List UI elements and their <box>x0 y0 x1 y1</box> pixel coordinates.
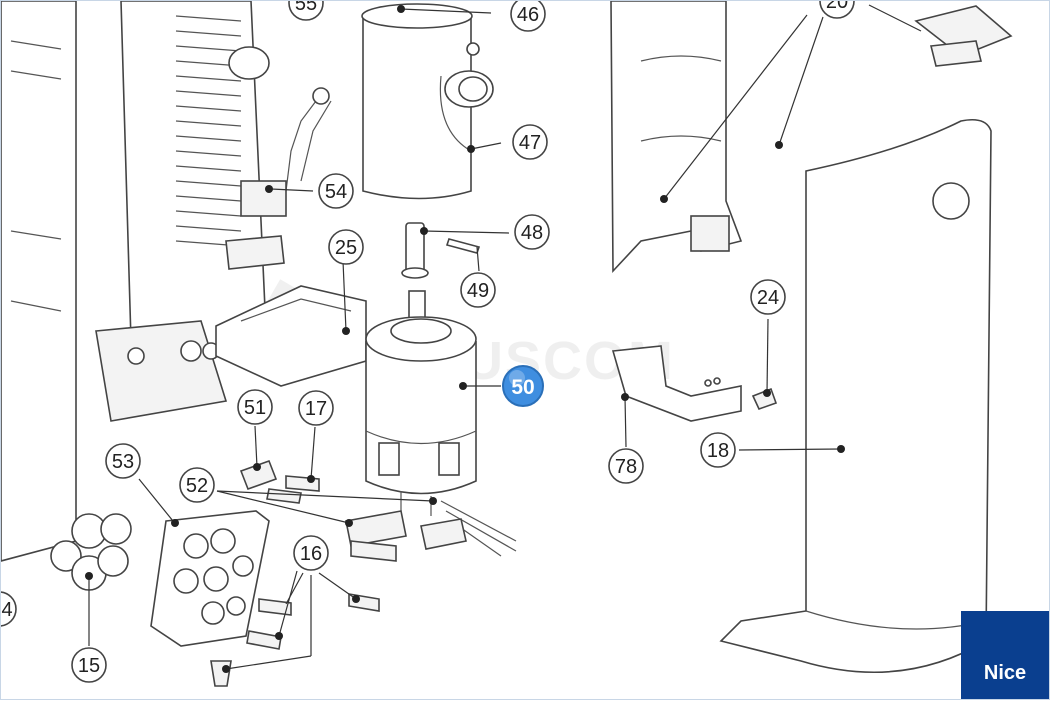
svg-text:54: 54 <box>325 181 347 203</box>
callout-18[interactable]: 18 <box>700 432 736 468</box>
part-52-clamps <box>345 510 467 562</box>
svg-text:17: 17 <box>305 398 327 420</box>
callout-49[interactable]: 49 <box>460 272 496 308</box>
svg-text:15: 15 <box>78 655 100 677</box>
callout-47[interactable]: 47 <box>512 124 548 160</box>
part-15-grommet <box>50 513 132 591</box>
svg-text:16: 16 <box>300 543 322 565</box>
callout-51[interactable]: 51 <box>237 389 273 425</box>
part-20-bracket <box>610 1 743 274</box>
svg-text:53: 53 <box>112 451 134 473</box>
svg-text:25: 25 <box>335 237 357 259</box>
housing-left-panel <box>1 1 77 562</box>
svg-text:52: 52 <box>186 475 208 497</box>
part-46-tube <box>361 3 494 200</box>
part-50-motor <box>365 290 517 557</box>
callout-17[interactable]: 17 <box>298 390 334 426</box>
svg-text:18: 18 <box>707 440 729 462</box>
svg-text:4: 4 <box>1 599 12 621</box>
brand-logo: Nice <box>961 611 1049 699</box>
callout-53[interactable]: 53 <box>105 443 141 479</box>
svg-text:46: 46 <box>517 4 539 26</box>
callout-78[interactable]: 78 <box>608 448 644 484</box>
callout-16[interactable]: 16 <box>293 535 329 571</box>
callout-52[interactable]: 52 <box>179 467 215 503</box>
svg-text:78: 78 <box>615 456 637 478</box>
callout-20[interactable]: 20 <box>819 1 855 19</box>
svg-text:51: 51 <box>244 397 266 419</box>
svg-text:24: 24 <box>757 287 779 309</box>
callout-48[interactable]: 48 <box>514 214 550 250</box>
part-20-connector <box>914 5 1013 67</box>
part-48-pin <box>401 222 429 279</box>
svg-text:50: 50 <box>511 376 534 399</box>
callout-46[interactable]: 46 <box>510 1 546 32</box>
callout-15[interactable]: 15 <box>71 647 107 683</box>
svg-text:47: 47 <box>519 132 541 154</box>
part-25-cover <box>215 285 367 387</box>
callout-50-highlighted[interactable]: 50 <box>502 365 544 407</box>
part-54-bracket <box>225 87 332 270</box>
svg-text:20: 20 <box>826 1 848 13</box>
part-49-screw <box>445 238 481 254</box>
svg-text:49: 49 <box>467 280 489 302</box>
part-18-column <box>719 118 992 673</box>
callout-55[interactable]: 55 <box>288 1 324 21</box>
callout-4[interactable]: 4 <box>1 591 17 627</box>
svg-text:55: 55 <box>295 1 317 15</box>
part-78-bracket <box>611 345 742 422</box>
callouts: 55 46 20 47 54 25 48 49 <box>1 1 855 683</box>
callout-24[interactable]: 24 <box>750 279 786 315</box>
brand-logo-text: Nice <box>983 662 1027 684</box>
callout-54[interactable]: 54 <box>318 173 354 209</box>
part-53-plate <box>150 510 270 647</box>
callout-25[interactable]: 25 <box>328 229 364 265</box>
svg-text:48: 48 <box>521 222 543 244</box>
leader-dots <box>85 5 845 673</box>
leader-lines <box>88 4 922 670</box>
